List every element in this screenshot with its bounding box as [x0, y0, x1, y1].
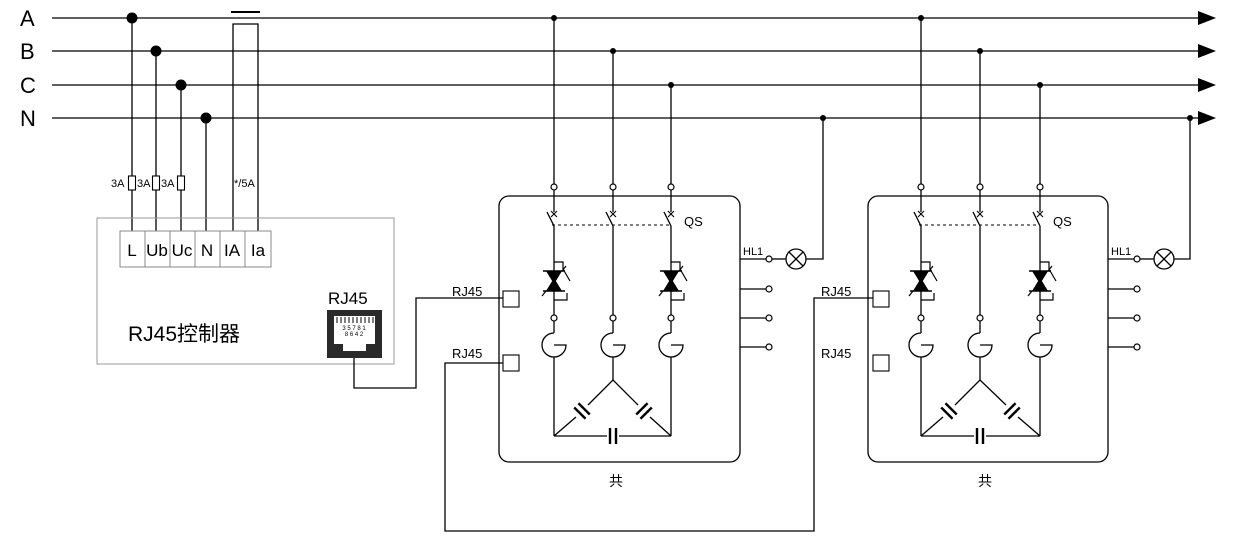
switch-label: QS	[1053, 214, 1072, 229]
module-caption: 共	[978, 473, 992, 489]
terminal-l: L	[127, 241, 136, 260]
capacitor-module-2: QS	[821, 15, 1193, 489]
reactor-coil	[908, 332, 934, 358]
rj45-controller: L Ub Uc N IA Ia RJ45 3 5 7 8 1 8 6 4 2	[96, 217, 395, 365]
reactor-coil	[1027, 332, 1053, 358]
bus-arrow-n	[1198, 111, 1216, 125]
fuse-symbol	[151, 175, 161, 191]
capacitor-module-1: QS	[452, 15, 826, 489]
bus-arrow-c	[1198, 78, 1216, 92]
rj45-label-top: RJ45	[452, 284, 482, 299]
switch-qs: QS	[546, 190, 703, 229]
ct-ratio-label: */5A	[234, 178, 255, 190]
lamp-label: HL1	[1111, 246, 1131, 258]
terminal-ia-lower: Ia	[251, 241, 266, 260]
terminal-ub: Ub	[146, 241, 168, 260]
jack-pins-bottom: 8 6 4 2	[345, 332, 364, 338]
module-enclosure	[498, 195, 741, 463]
lamp-icon	[785, 248, 807, 270]
output-terminals	[740, 285, 773, 351]
controller-enclosure	[96, 217, 395, 365]
lamp-label: HL1	[743, 246, 763, 258]
busbars: A B C N	[20, 6, 1216, 131]
terminal-ia-upper: IA	[224, 241, 241, 260]
bus-label-a: A	[20, 6, 35, 31]
signal-lamp: HL1	[740, 118, 824, 270]
rj45-port	[502, 290, 520, 308]
switch-qs: QS	[913, 190, 1072, 229]
terminal-n: N	[201, 241, 213, 260]
relay-contact	[920, 261, 938, 301]
lamp-icon	[1153, 248, 1175, 270]
rj45-label-bottom: RJ45	[452, 346, 482, 361]
fuse-symbol	[127, 175, 137, 191]
switch-label: QS	[684, 214, 703, 229]
bus-label-c: C	[20, 73, 36, 98]
rj45-label-bottom: RJ45	[821, 346, 851, 361]
controller-title: RJ45控制器	[128, 323, 240, 346]
rj45-port	[872, 354, 890, 372]
relay-contact	[553, 261, 571, 301]
module-caption: 共	[609, 473, 623, 489]
bus-arrow-b	[1198, 44, 1216, 58]
rj45-jack-icon: 3 5 7 8 1 8 6 4 2	[327, 310, 382, 358]
bus-label-b: B	[20, 39, 35, 64]
signal-lamp: HL1	[1108, 118, 1191, 270]
rj45-jack-label: RJ45	[328, 289, 368, 308]
fuse-symbol	[176, 175, 186, 191]
bus-label-n: N	[20, 106, 36, 131]
bus-arrow-a	[1198, 11, 1216, 25]
reactor-coil	[541, 332, 567, 358]
fuse-rating-ub: 3A	[137, 178, 151, 190]
jack-pins-top: 3 5 7 8 1	[342, 326, 366, 332]
output-terminals	[1108, 285, 1141, 351]
terminal-uc: Uc	[172, 241, 193, 260]
controller-taps: 3A 3A 3A */5A	[111, 11, 260, 234]
rj45-port	[872, 290, 890, 308]
rj45-label-top: RJ45	[821, 284, 851, 299]
reactor-coil	[600, 332, 626, 358]
rj45-port	[502, 354, 520, 372]
ct-loop	[232, 23, 259, 234]
rj45-cables	[353, 297, 873, 532]
module-enclosure	[867, 195, 1109, 463]
relay-contact	[670, 261, 688, 301]
relay-contact	[1039, 261, 1057, 301]
capacitor-bank	[553, 357, 672, 446]
reactor-coil	[658, 332, 684, 358]
reactor-coil	[967, 332, 993, 358]
fuse-rating-l: 3A	[111, 178, 125, 190]
fuse-rating-uc: 3A	[161, 178, 175, 190]
capacitor-bank	[920, 357, 1041, 446]
